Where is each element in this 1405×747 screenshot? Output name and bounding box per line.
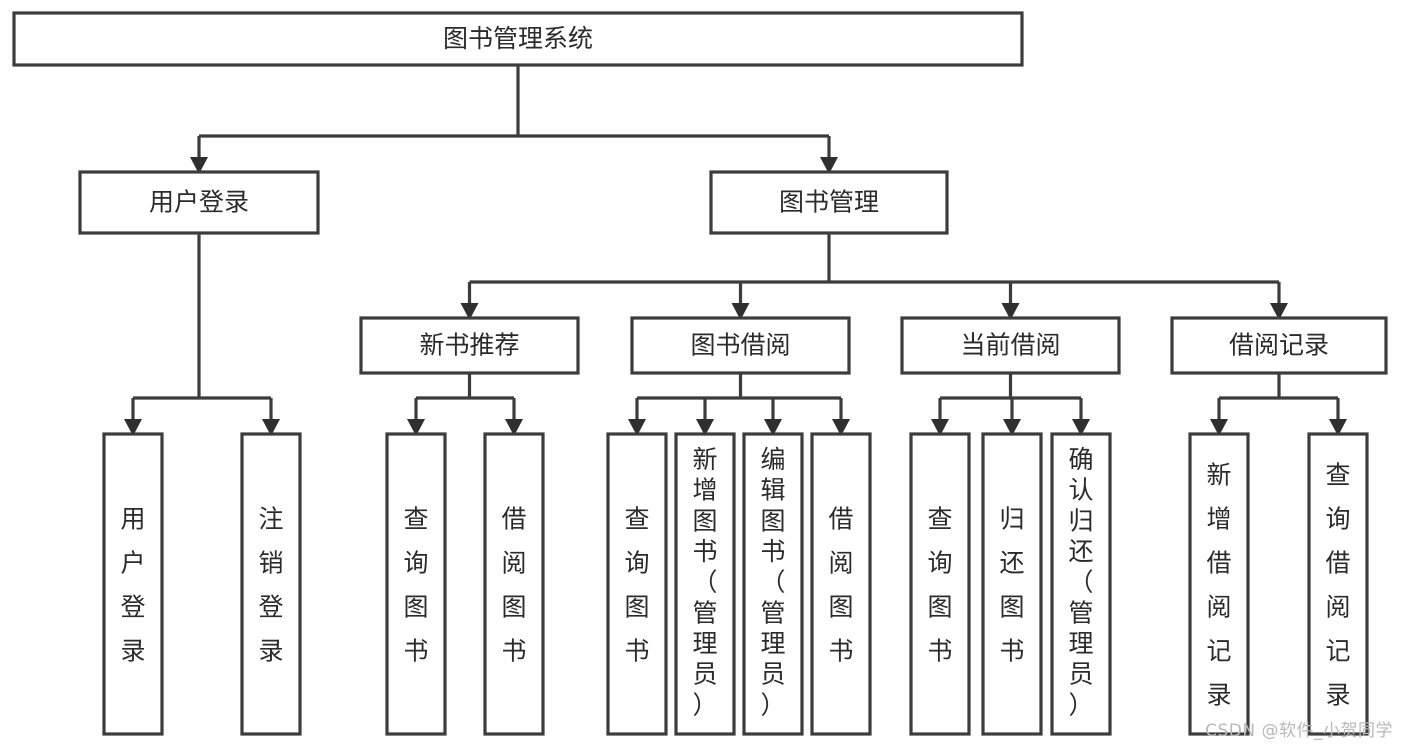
node-box[interactable] [909, 432, 971, 736]
node-box[interactable] [1170, 316, 1388, 375]
node-box[interactable] [630, 316, 851, 375]
node-label: 查询借阅记录 [1325, 461, 1350, 710]
node-label: 查询图书 [403, 505, 428, 666]
node-query-book-2[interactable]: 查询图书 [606, 432, 668, 736]
node-box[interactable] [900, 316, 1121, 375]
arrow-head-icon [1210, 419, 1228, 436]
node-query-book-1[interactable]: 查询图书 [385, 432, 447, 736]
node-borrow-book-2[interactable]: 借阅图书 [810, 432, 872, 736]
node-confirm-return-admin[interactable]: 确认归还（管理员） [1050, 432, 1112, 736]
arrow-head-icon [407, 419, 425, 436]
arrow-head-icon [1270, 303, 1288, 320]
node-box[interactable] [709, 170, 949, 235]
arrow-head-icon [931, 419, 949, 436]
node-user-login-leaf[interactable]: 用户登录 [102, 432, 164, 736]
arrow-head-icon [124, 419, 142, 436]
node-box[interactable] [12, 11, 1024, 67]
node-box[interactable] [385, 432, 447, 736]
arrow-head-icon [731, 303, 750, 320]
connector-layer [124, 65, 1347, 436]
node-edit-book-admin[interactable]: 编辑图书（管理员） [742, 432, 804, 736]
node-label: 新增图书（管理员） [692, 445, 717, 719]
node-borrow-record[interactable]: 借阅记录 [1170, 316, 1388, 375]
node-label: 图书管理 [779, 188, 879, 217]
node-label: 注销登录 [258, 505, 283, 666]
node-book-borrow[interactable]: 图书借阅 [630, 316, 851, 375]
arrow-head-icon [460, 303, 479, 320]
arrow-head-icon [696, 419, 714, 436]
node-user-logout-leaf[interactable]: 注销登录 [240, 432, 302, 736]
node-return-book[interactable]: 归还图书 [981, 432, 1043, 736]
node-box[interactable] [742, 432, 804, 736]
node-label: 图书借阅 [690, 331, 790, 360]
arrow-head-icon [262, 419, 280, 436]
node-root[interactable]: 图书管理系统 [12, 11, 1024, 67]
node-box[interactable] [78, 170, 320, 235]
node-label: 查询图书 [927, 505, 952, 666]
node-label: 用户登录 [120, 505, 145, 666]
node-add-borrow-record[interactable]: 新增借阅记录 [1188, 432, 1250, 736]
node-label: 借阅图书 [828, 505, 853, 666]
node-box[interactable] [1307, 432, 1369, 736]
node-query-book-3[interactable]: 查询图书 [909, 432, 971, 736]
arrow-head-icon [832, 419, 850, 436]
arrow-head-icon [505, 419, 523, 436]
node-box[interactable] [1188, 432, 1250, 736]
node-label: 确认归还（管理员） [1068, 445, 1093, 719]
node-box[interactable] [606, 432, 668, 736]
node-label: 查询图书 [624, 505, 649, 666]
node-layer: 图书管理系统用户登录用户登录注销登录图书管理新书推荐查询图书借阅图书图书借阅查询… [12, 11, 1388, 736]
node-box[interactable] [102, 432, 164, 736]
node-user-login[interactable]: 用户登录 [78, 170, 320, 235]
node-label: 用户登录 [149, 188, 249, 217]
node-box[interactable] [483, 432, 545, 736]
node-box[interactable] [810, 432, 872, 736]
node-book-management[interactable]: 图书管理 [709, 170, 949, 235]
node-current-borrow[interactable]: 当前借阅 [900, 316, 1121, 375]
arrow-head-icon [820, 157, 838, 174]
node-box[interactable] [240, 432, 302, 736]
node-box[interactable] [1050, 432, 1112, 736]
node-label: 归还图书 [999, 505, 1024, 666]
csdn-watermark: CSDN @软件_小贺同学 [1205, 721, 1393, 741]
arrow-head-icon [764, 419, 782, 436]
node-add-book-admin[interactable]: 新增图书（管理员） [674, 432, 736, 736]
node-borrow-book-1[interactable]: 借阅图书 [483, 432, 545, 736]
arrow-head-icon [190, 157, 208, 174]
node-new-book-recommend[interactable]: 新书推荐 [359, 316, 580, 375]
node-query-borrow-record[interactable]: 查询借阅记录 [1307, 432, 1369, 736]
arrow-head-icon [628, 419, 646, 436]
node-label: 借阅记录 [1229, 331, 1329, 360]
node-box[interactable] [674, 432, 736, 736]
node-box[interactable] [359, 316, 580, 375]
node-label: 图书管理系统 [443, 24, 593, 53]
node-box[interactable] [981, 432, 1043, 736]
node-label: 新书推荐 [419, 331, 519, 360]
node-label: 编辑图书（管理员） [760, 445, 785, 719]
node-label: 借阅图书 [501, 505, 526, 666]
arrow-head-icon [1003, 419, 1021, 436]
node-label: 新增借阅记录 [1206, 461, 1231, 710]
node-label: 当前借阅 [960, 331, 1060, 360]
arrow-head-icon [1329, 419, 1347, 436]
arrow-head-icon [1072, 419, 1090, 436]
arrow-head-icon [1001, 303, 1020, 320]
